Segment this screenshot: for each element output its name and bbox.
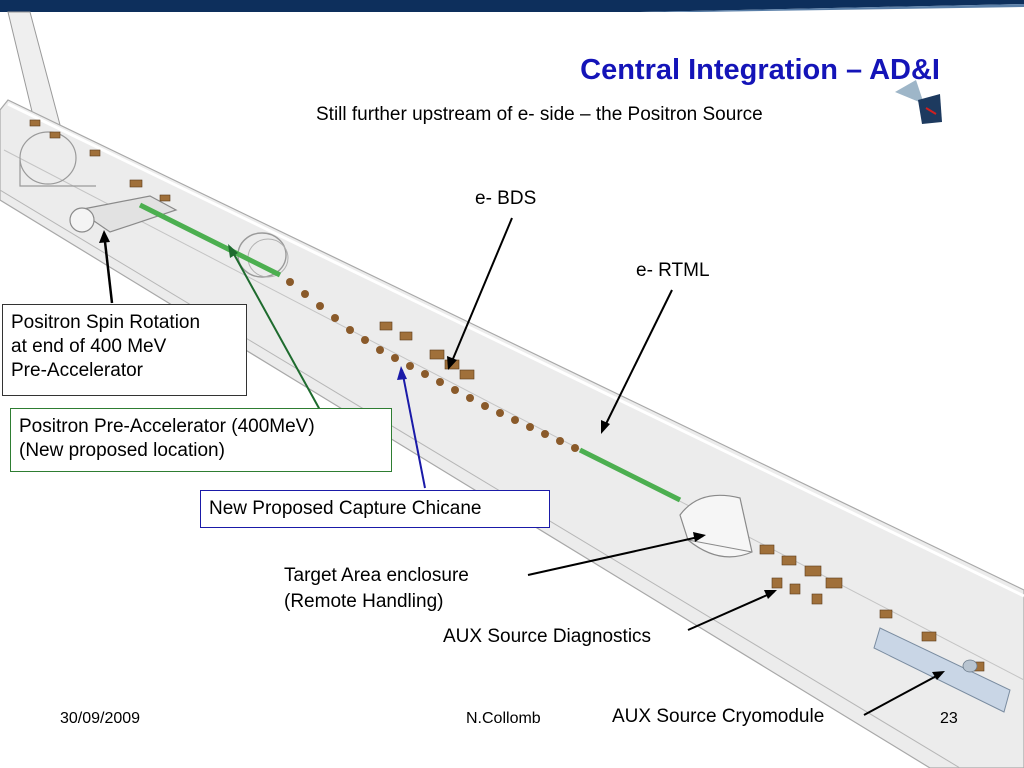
logo-icon: [895, 80, 942, 124]
pre-accelerator-callout: Positron Pre-Accelerator (400MeV) (New p…: [10, 408, 392, 472]
slide-title: Central Integration – AD&I: [580, 54, 940, 86]
pre-accelerator-arrow: [229, 246, 321, 411]
e-rtml-label: e- RTML: [636, 260, 710, 281]
pre-accelerator-line-1: Positron Pre-Accelerator (400MeV): [19, 416, 315, 437]
spin-rotation-line-1: Positron Spin Rotation: [11, 312, 201, 333]
footer-author: N.Collomb: [466, 710, 541, 727]
target-area-arrow: [527, 535, 704, 576]
aux-diagnostics-label: AUX Source Diagnostics: [443, 626, 652, 647]
slide-subtitle: Still further upstream of e- side – the …: [316, 104, 763, 125]
spin-rotation-arrow: [102, 232, 114, 304]
page-number: 23: [940, 710, 958, 727]
main-tunnel: [0, 99, 1024, 768]
aux-cryomodule-label: AUX Source Cryomodule: [612, 706, 825, 727]
aux-cryomodule-arrow: [863, 672, 943, 716]
target-area-line-2: (Remote Handling): [284, 591, 444, 612]
footer-date: 30/09/2009: [60, 710, 141, 727]
spin-rotation-line-2: at end of 400 MeV: [11, 336, 167, 357]
e-bds-label: e- BDS: [475, 188, 537, 209]
cryomodule: [873, 627, 1011, 713]
spin-rotation-tunnel: [76, 195, 178, 233]
e-rtml-arrow: [602, 289, 673, 431]
target-area-label: Target Area enclosure (Remote Handling): [284, 563, 469, 615]
pre-accelerator-line-2: (New proposed location): [19, 440, 225, 461]
capture-chicane-label: New Proposed Capture Chicane: [209, 498, 482, 519]
capture-chicane-arrow: [401, 369, 426, 489]
target-area-line-1: Target Area enclosure: [284, 565, 469, 586]
spin-rotation-line-3: Pre-Accelerator: [11, 360, 143, 381]
target-enclosure: [679, 494, 753, 558]
capture-chicane-callout: New Proposed Capture Chicane: [200, 490, 550, 528]
spin-rotation-callout: Positron Spin Rotation at end of 400 MeV…: [2, 304, 247, 396]
header-band: [0, 0, 1024, 12]
e-bds-arrow: [449, 217, 513, 367]
aux-diagnostics-arrow: [687, 591, 775, 631]
